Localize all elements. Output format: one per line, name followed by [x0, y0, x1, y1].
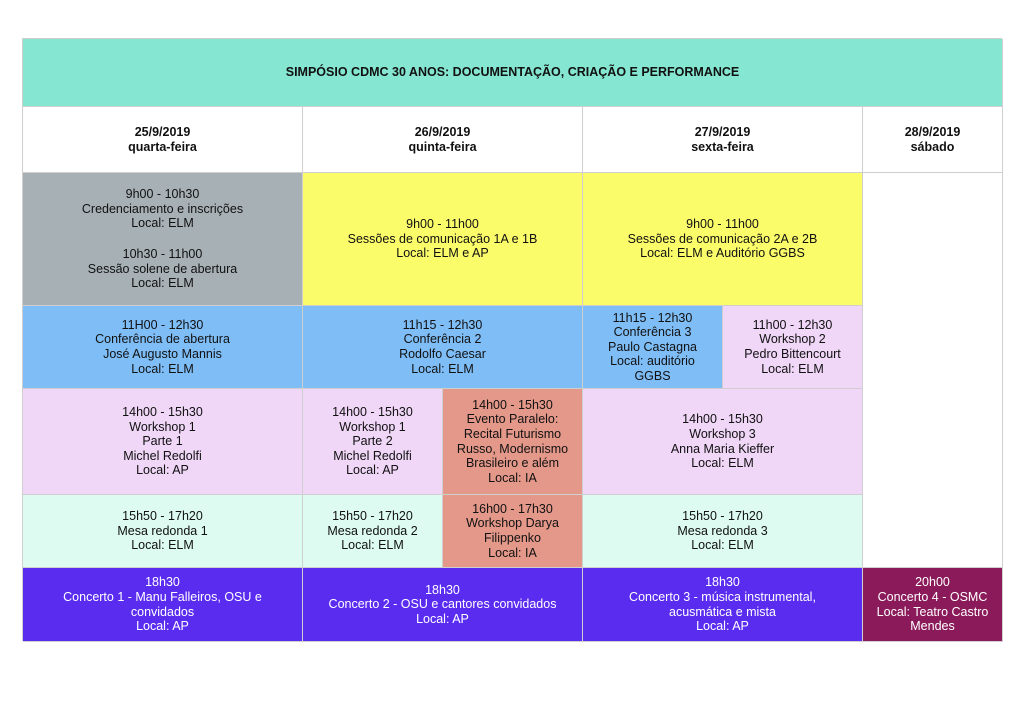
- event-workshop-darya: 16h00 - 17h30 Workshop Darya Filippenko …: [443, 495, 583, 568]
- event-concert-1: 18h30 Concerto 1 - Manu Falleiros, OSU e…: [23, 568, 303, 642]
- event-workshop-2: 11h00 - 12h30 Workshop 2 Pedro Bittencou…: [723, 306, 863, 389]
- day-date: 25/9/2019: [134, 124, 191, 139]
- event-sessions-1: 9h00 - 11h00 Sessões de comunicação 1A e…: [303, 173, 583, 306]
- event-parallel-recital: 14h00 - 15h30 Evento Paralelo: Recital F…: [443, 389, 583, 495]
- event-round-table-2: 15h50 - 17h20 Mesa redonda 2 Local: ELM: [303, 495, 443, 568]
- event-concert-4: 20h00 Concerto 4 - OSMC Local: Teatro Ca…: [863, 568, 1003, 642]
- event-concert-3: 18h30 Concerto 3 - música instrumental, …: [583, 568, 863, 642]
- day-date: 26/9/2019: [414, 124, 471, 139]
- event-opening: 9h00 - 10h30 Credenciamento e inscrições…: [23, 173, 303, 306]
- day-weekday: sábado: [910, 139, 955, 154]
- event-conference-3: 11h15 - 12h30 Conferência 3 Paulo Castag…: [583, 306, 723, 389]
- empty-saturday: [863, 173, 1003, 568]
- event-round-table-3: 15h50 - 17h20 Mesa redonda 3 Local: ELM: [583, 495, 863, 568]
- event-workshop-1-part-1: 14h00 - 15h30 Workshop 1 Parte 1 Michel …: [23, 389, 303, 495]
- day-weekday: quarta-feira: [128, 139, 197, 154]
- event-conference-1: 11H00 - 12h30 Conferência de abertura Jo…: [23, 306, 303, 389]
- day-header-2: 26/9/2019 quinta-feira: [303, 107, 583, 173]
- event-round-table-1: 15h50 - 17h20 Mesa redonda 1 Local: ELM: [23, 495, 303, 568]
- event-concert-2: 18h30 Concerto 2 - OSU e cantores convid…: [303, 568, 583, 642]
- event-conference-2: 11h15 - 12h30 Conferência 2 Rodolfo Caes…: [303, 306, 583, 389]
- day-weekday: quinta-feira: [408, 139, 477, 154]
- day-date: 27/9/2019: [694, 124, 751, 139]
- event-workshop-3: 14h00 - 15h30 Workshop 3 Anna Maria Kief…: [583, 389, 863, 495]
- day-weekday: sexta-feira: [691, 139, 754, 154]
- event-sessions-2: 9h00 - 11h00 Sessões de comunicação 2A e…: [583, 173, 863, 306]
- day-date: 28/9/2019: [904, 124, 961, 139]
- day-header-4: 28/9/2019 sábado: [863, 107, 1003, 173]
- event-workshop-1-part-2: 14h00 - 15h30 Workshop 1 Parte 2 Michel …: [303, 389, 443, 495]
- day-header-3: 27/9/2019 sexta-feira: [583, 107, 863, 173]
- day-header-1: 25/9/2019 quarta-feira: [23, 107, 303, 173]
- schedule-title: SIMPÓSIO CDMC 30 ANOS: DOCUMENTAÇÃO, CRI…: [23, 39, 1003, 107]
- schedule-table: SIMPÓSIO CDMC 30 ANOS: DOCUMENTAÇÃO, CRI…: [22, 38, 1003, 642]
